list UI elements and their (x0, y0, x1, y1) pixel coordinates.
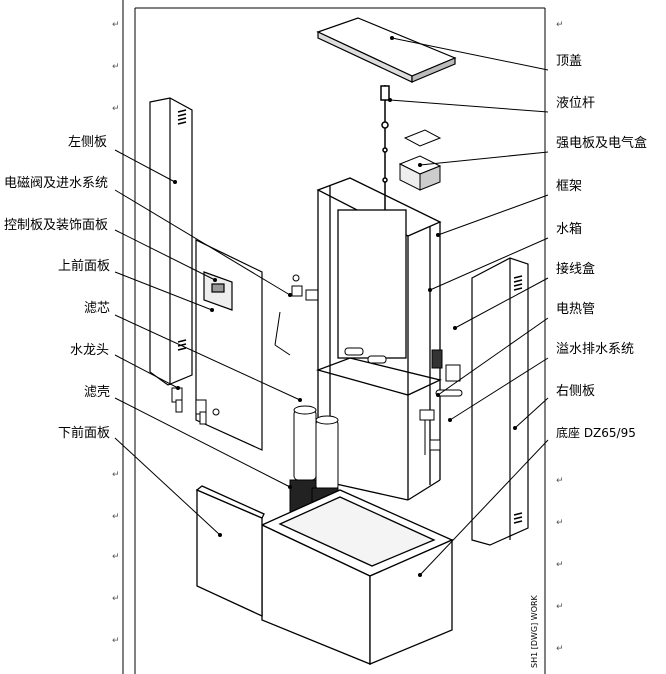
label-frame: 框架 (556, 179, 583, 194)
upper-front-panel-shape (195, 239, 263, 451)
margin-mark: ↵ (556, 560, 564, 570)
label-overflow-drain: 溢水排水系统 (556, 342, 635, 357)
label-top-cover: 顶盖 (556, 54, 583, 69)
margin-mark: ↵ (556, 644, 564, 654)
label-upper-front-panel: 上前面板 (58, 259, 111, 274)
top-cover-shape (316, 17, 457, 83)
base-shape (260, 489, 454, 665)
label-faucet: 水龙头 (70, 343, 110, 358)
margin-mark: ↵ (112, 512, 120, 522)
heating-tube-shape (344, 347, 463, 397)
label-lower-front-panel: 下前面板 (58, 426, 111, 441)
label-water-tank: 水箱 (556, 222, 583, 237)
margin-mark: ↵ (112, 552, 120, 562)
margin-mark: ↵ (112, 470, 120, 480)
margin-mark: ↵ (112, 104, 120, 114)
page-border (122, 0, 546, 674)
power-board-shape (398, 129, 442, 191)
label-filter-shell: 滤壳 (84, 385, 111, 400)
label-control-board: 控制板及装饰面板 (4, 218, 109, 233)
leader-dots (173, 36, 517, 577)
lower-front-panel-shape (195, 485, 265, 618)
level-rod-shape (380, 85, 390, 222)
margin-mark: ↵ (556, 602, 564, 612)
right-panel-shape (471, 257, 529, 546)
junction-box-shape (431, 349, 461, 382)
solenoid-valve-shape (274, 274, 319, 356)
label-base: 底座 DZ65/95 (556, 426, 636, 440)
margin-mark: ↵ (112, 62, 120, 72)
margin-mark: ↵ (112, 20, 120, 30)
label-heating-tube: 电热管 (556, 302, 596, 317)
overflow-drain-shape (419, 409, 441, 455)
label-level-rod: 液位杆 (556, 96, 596, 111)
margin-mark: ↵ (112, 636, 120, 646)
left-panel-shape (149, 97, 193, 386)
margin-mark: ↵ (556, 476, 564, 486)
watermark-text: SH1 [DWG] WORK (530, 595, 539, 668)
frame-shape (315, 177, 442, 501)
label-filter-core: 滤芯 (84, 301, 111, 316)
leader-lines (114, 37, 549, 576)
label-junction-box: 接线盒 (556, 262, 596, 277)
margin-mark: ↵ (112, 594, 120, 604)
label-solenoid-valve: 电磁阀及进水系统 (4, 176, 109, 191)
margin-mark: ↵ (556, 20, 564, 30)
label-left-panel: 左侧板 (68, 135, 108, 150)
margin-mark: ↵ (556, 518, 564, 528)
label-right-panel: 右侧板 (556, 384, 596, 399)
faucet-shape (171, 387, 220, 425)
label-power-board: 强电板及电气盒 (556, 136, 648, 151)
